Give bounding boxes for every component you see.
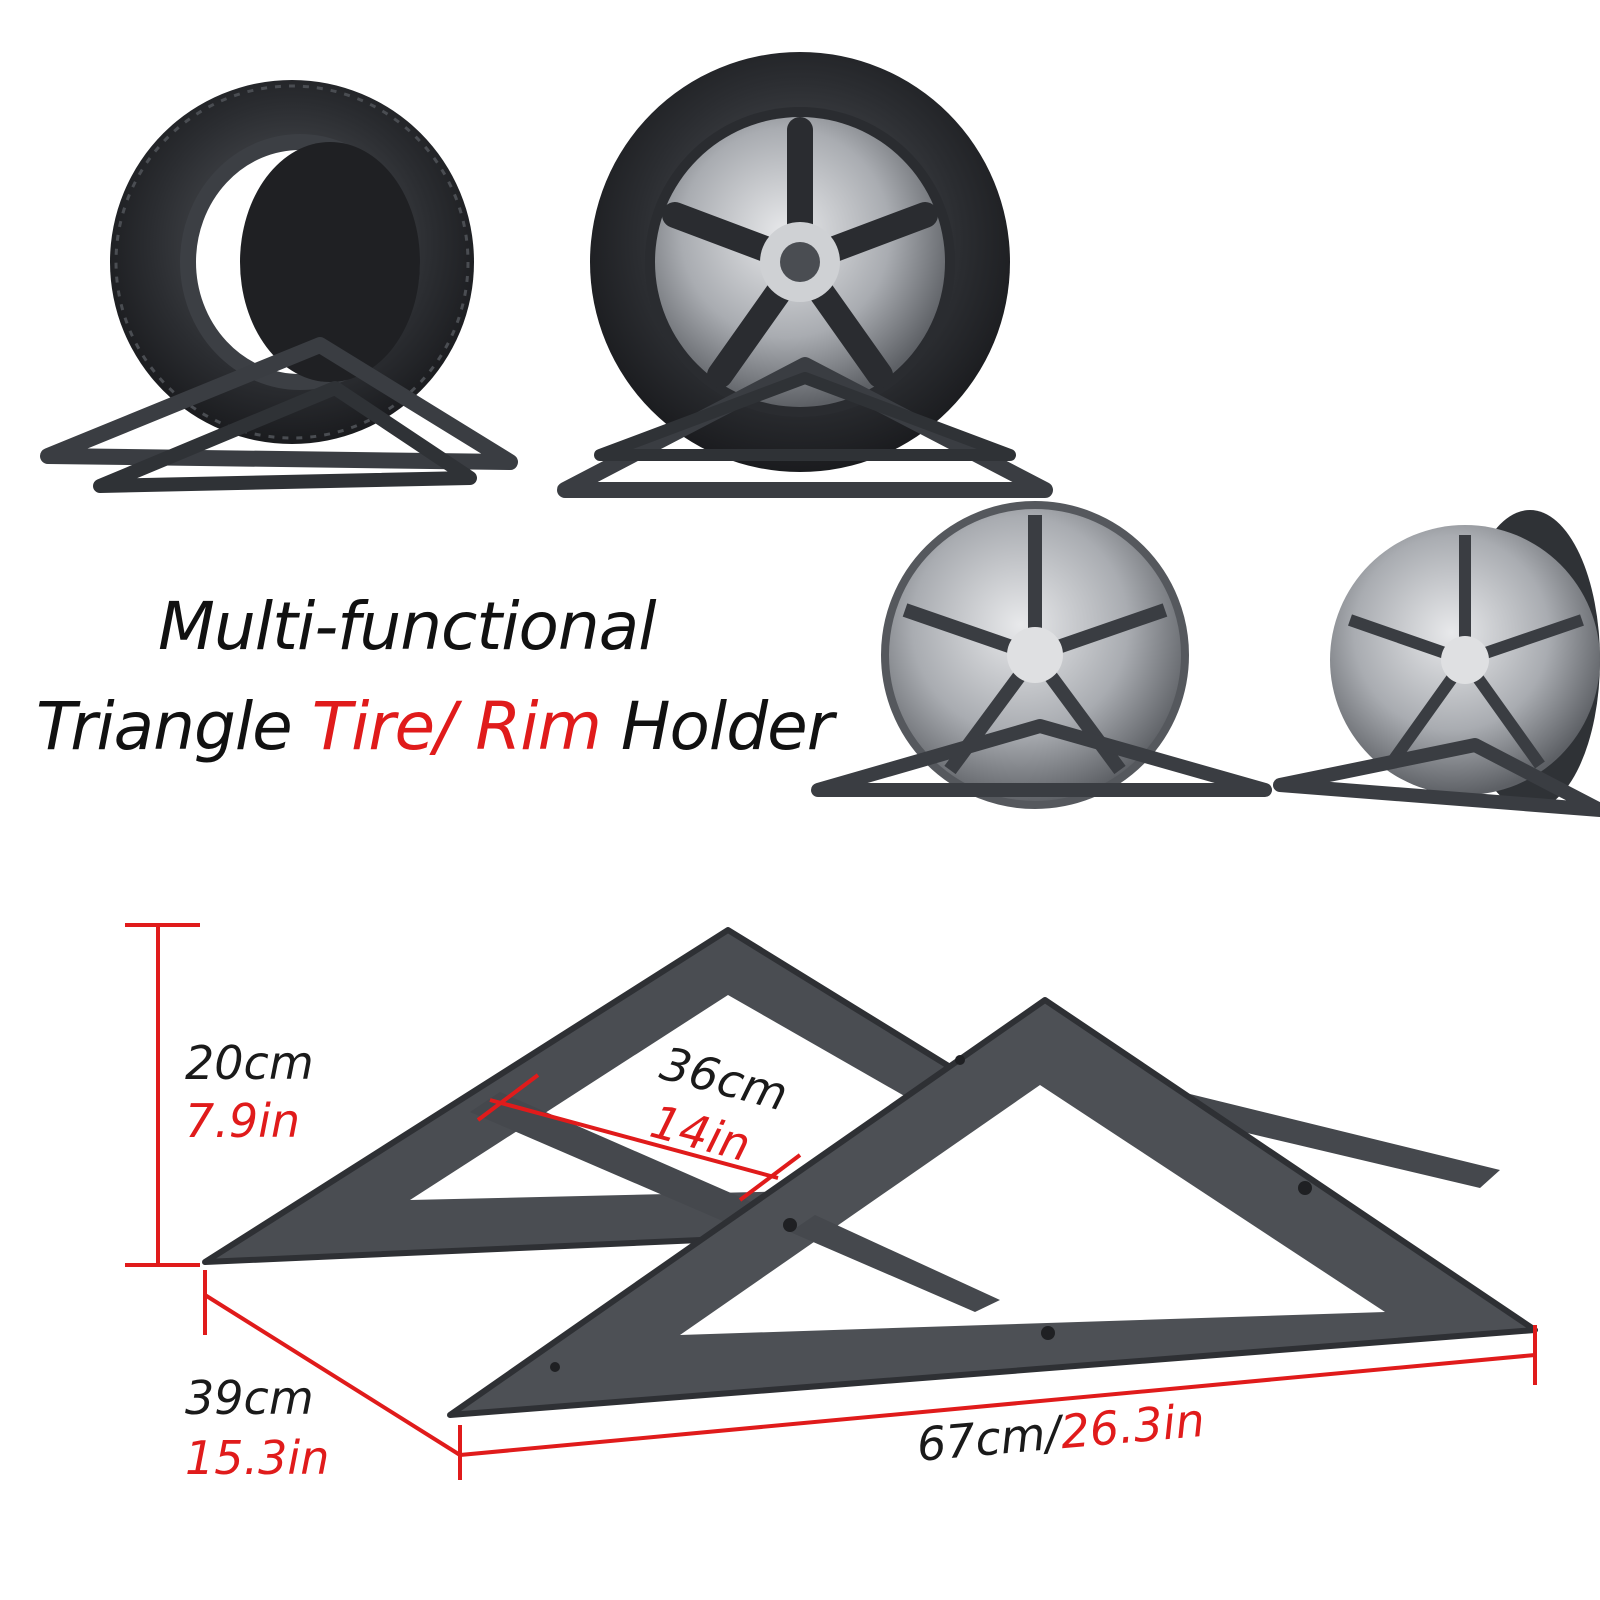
headline-tire: Tire: [311, 688, 435, 765]
height-in-label: 7.9in: [185, 1094, 301, 1148]
dimension-lines: [125, 923, 1537, 1480]
tire-on-stand-photo: [40, 80, 518, 493]
headline-line-1: Multi-functional: [158, 588, 657, 665]
headline-separator: /: [434, 688, 476, 765]
depth-cm-label: 39cm: [185, 1371, 314, 1425]
tire-with-rim-on-stand-photo: [557, 52, 1053, 498]
triangle-stand-diagram: [202, 927, 1538, 1418]
height-cm-label: 20cm: [185, 1036, 314, 1090]
rim-side-view-on-stand-photo: [1273, 510, 1600, 817]
headline-holder: Holder: [600, 688, 834, 765]
depth-in-label: 15.3in: [185, 1431, 330, 1485]
rim-on-stand-photo: [811, 501, 1272, 809]
headline-rim: Rim: [475, 688, 601, 765]
headline-triangle: Triangle: [36, 688, 312, 765]
headline-line-2: Triangle Tire/ Rim Holder: [36, 688, 834, 765]
